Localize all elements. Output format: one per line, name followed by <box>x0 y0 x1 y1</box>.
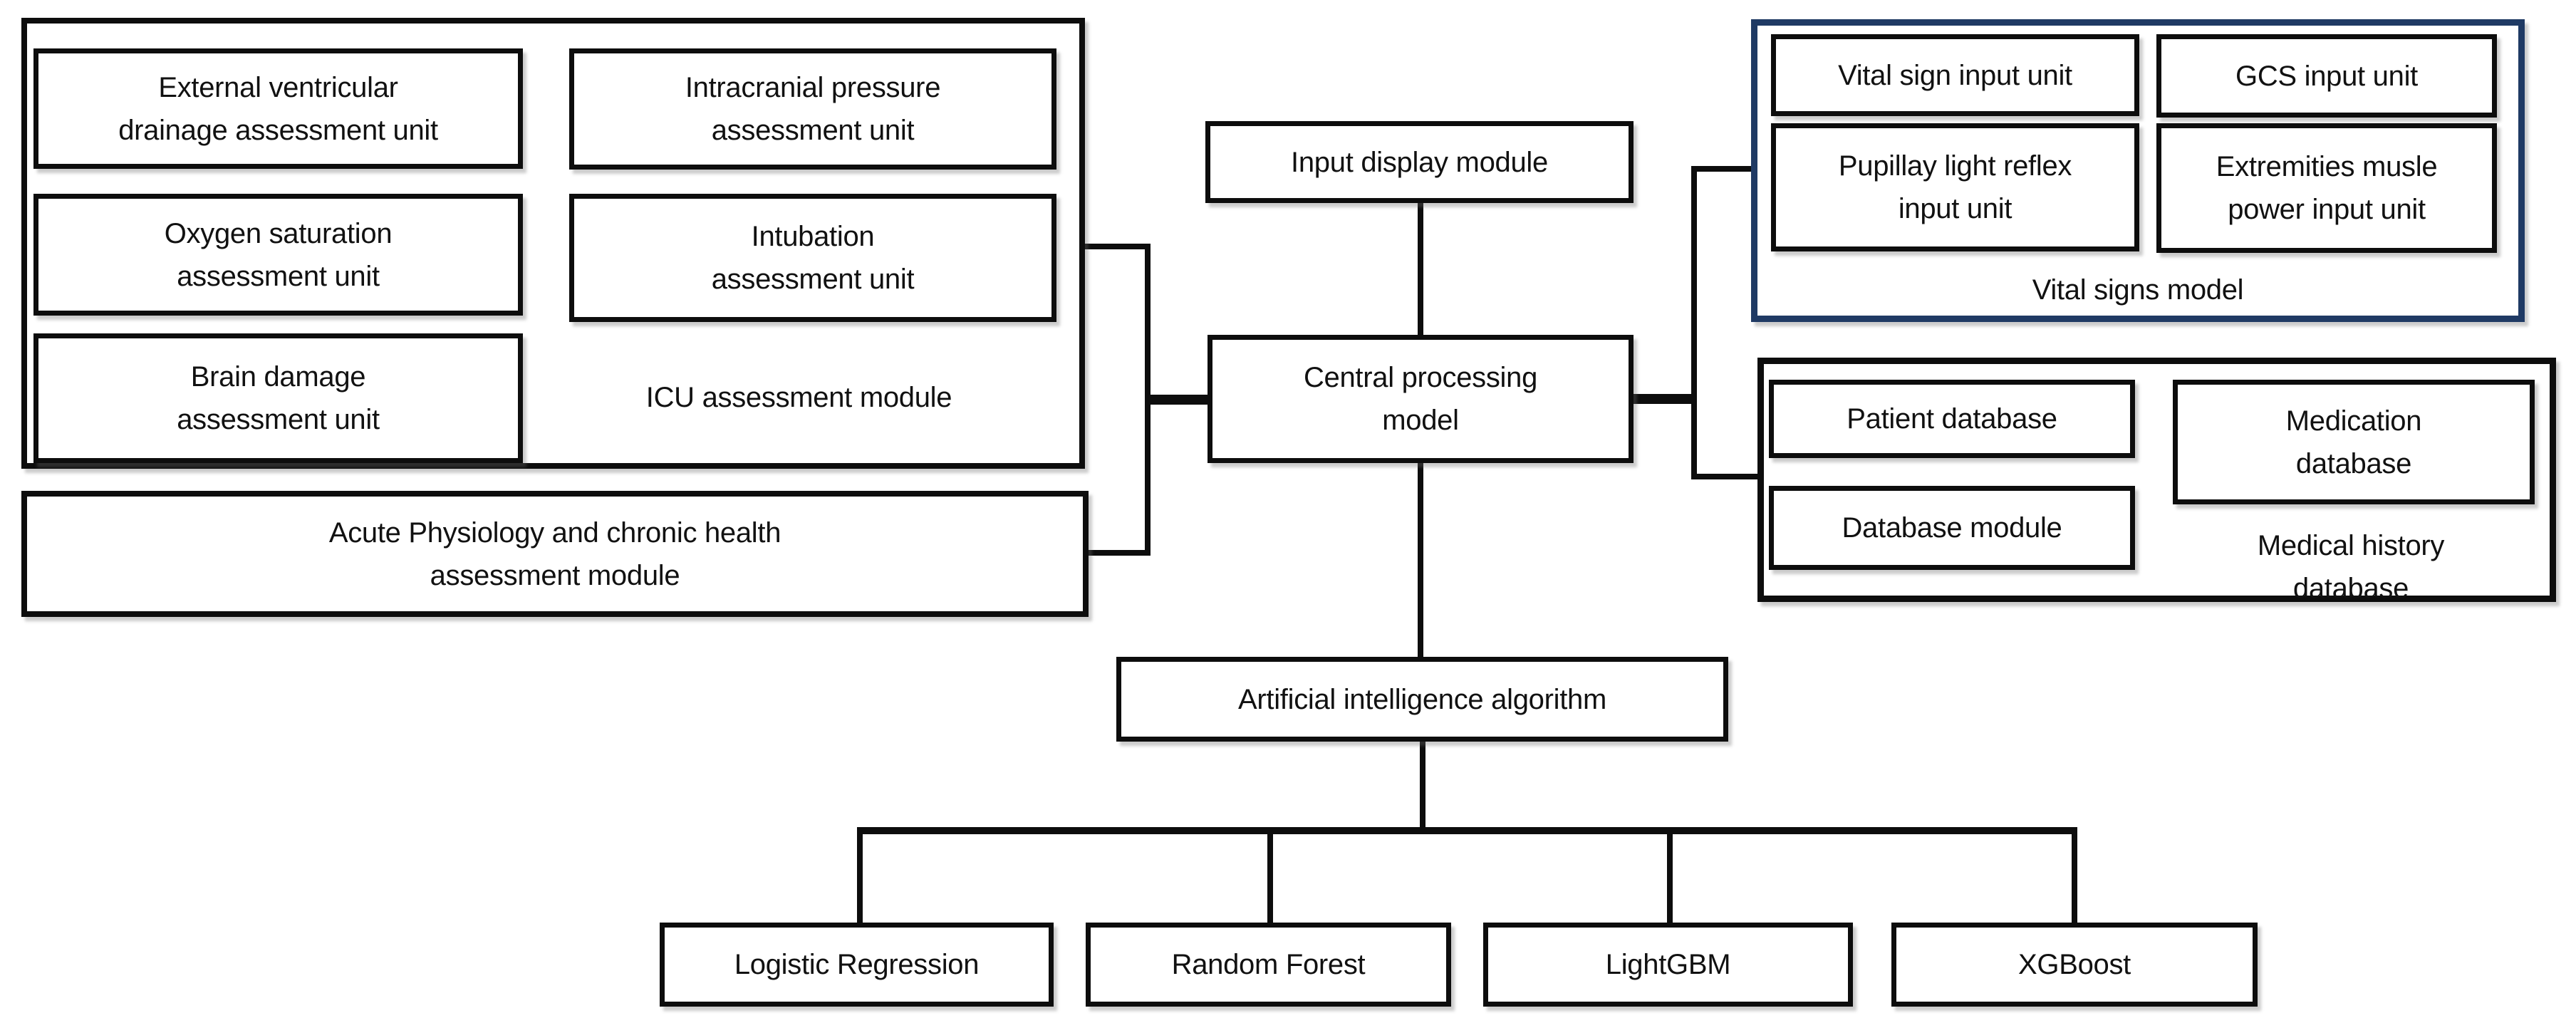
random-forest-box: Random Forest <box>1086 923 1451 1007</box>
vital-signs-model-label: Vital signs model <box>2032 274 2244 306</box>
lightgbm-label: LightGBM <box>1605 949 1731 980</box>
logistic-regression-box: Logistic Regression <box>660 923 1054 1007</box>
connector-cpm-to-ai <box>1418 462 1423 658</box>
connector-icu-to-left <box>1083 244 1148 249</box>
connector-ai-to-branch <box>1420 740 1425 830</box>
connector-right-to-vitalsigns <box>1694 166 1753 172</box>
connector-input-to-cpm <box>1418 203 1423 337</box>
lightgbm-box: LightGBM <box>1483 923 1853 1007</box>
ai-algorithm-label: Artificial intelligence algorithm <box>1238 683 1606 715</box>
ai-algorithm-box: Artificial intelligence algorithm <box>1116 657 1728 742</box>
gcs-input-unit-box: GCS input unit <box>2156 34 2497 118</box>
input-display-module-label: Input display module <box>1291 146 1548 178</box>
connector-drop-xgboost <box>2072 827 2077 924</box>
patient-database-box: Patient database <box>1769 380 2135 458</box>
gcs-input-unit-label: GCS input unit <box>2235 60 2418 92</box>
xgboost-label: XGBoost <box>2018 949 2131 980</box>
random-forest-label: Random Forest <box>1171 949 1366 980</box>
vital-sign-input-unit-box: Vital sign input unit <box>1771 34 2139 116</box>
connector-drop-randomforest <box>1267 827 1273 924</box>
database-module-label: Database module <box>1842 512 2062 544</box>
connector-drop-logistic <box>857 827 863 924</box>
xgboost-box: XGBoost <box>1891 923 2258 1007</box>
connector-cpm-to-right <box>1634 394 1694 404</box>
database-module-box: Database module <box>1769 486 2135 570</box>
logistic-regression-label: Logistic Regression <box>734 949 980 980</box>
connector-right-vertical <box>1691 166 1697 479</box>
connector-left-to-cpm <box>1148 395 1209 405</box>
input-display-module-box: Input display module <box>1205 121 1634 203</box>
connector-apache-to-left <box>1087 550 1148 556</box>
patient-database-label: Patient database <box>1847 403 2057 435</box>
connector-drop-lightgbm <box>1667 827 1673 924</box>
vital-sign-input-unit-label: Vital sign input unit <box>1838 59 2072 91</box>
icu-assessment-module-label: ICU assessment module <box>645 381 952 413</box>
connector-right-to-database <box>1694 474 1760 479</box>
connector-branch-horizontal <box>857 827 2077 834</box>
